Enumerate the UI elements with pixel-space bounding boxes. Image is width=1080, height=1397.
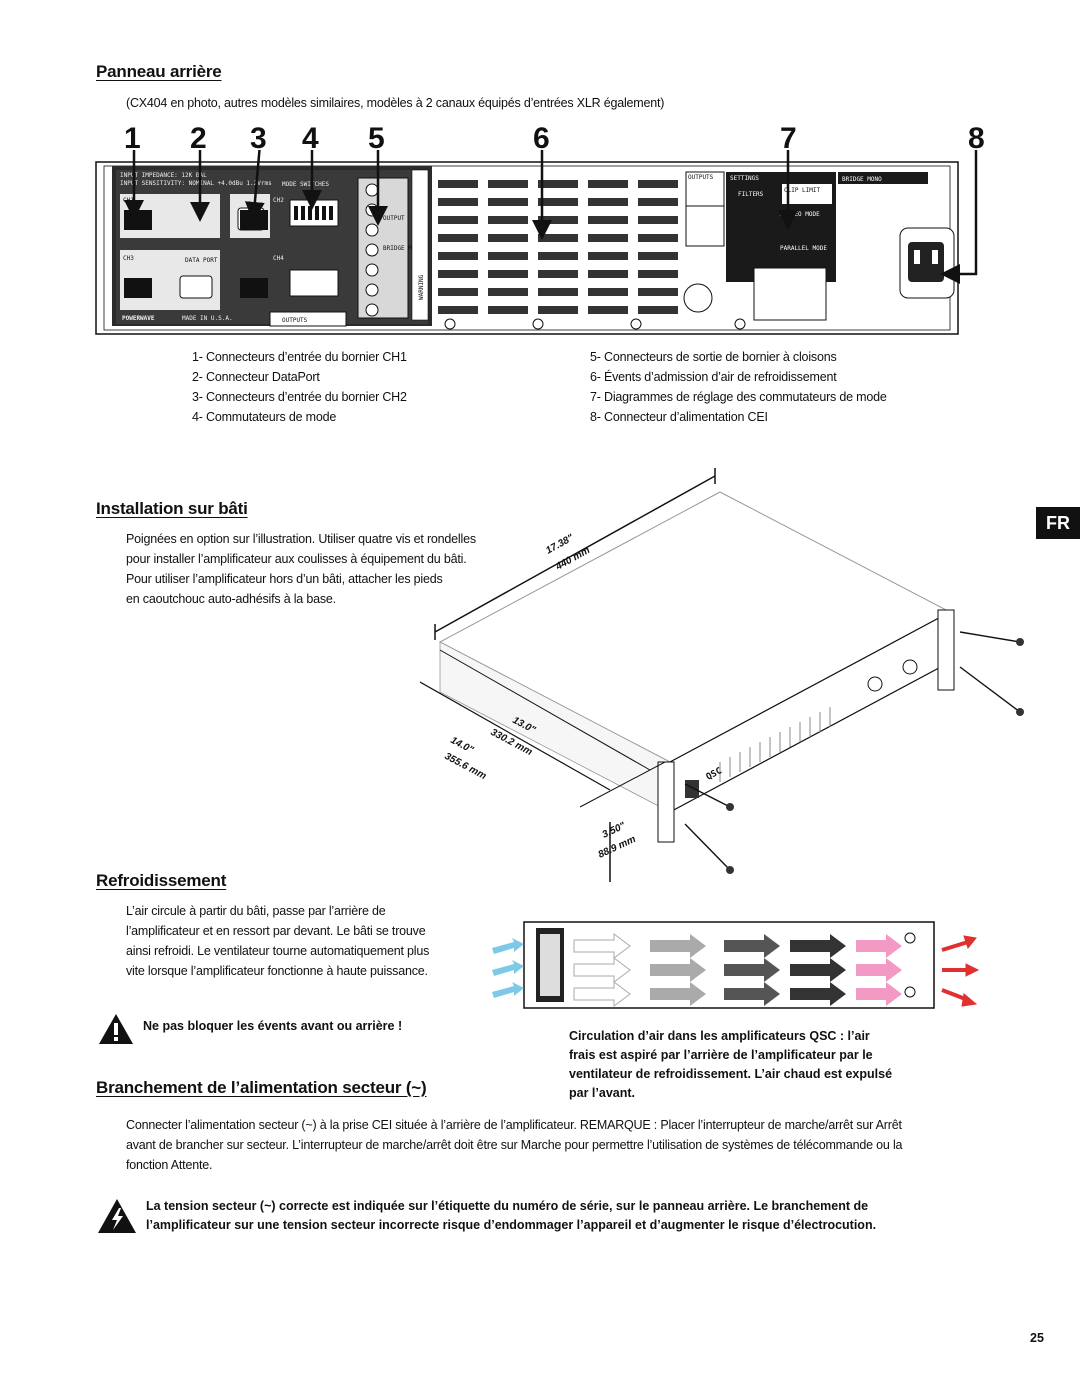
caution-icon [99, 1014, 133, 1044]
legend-item: 8- Connecteur d’alimentation CEI [590, 410, 768, 424]
legend-item: 2- Connecteur DataPort [192, 370, 320, 384]
rack-text-line: en caoutchouc auto-adhésifs à la base. [126, 592, 336, 606]
rack-text-line: Pour utiliser l’amplificateur hors d’un … [126, 572, 443, 586]
bridge-mono-label: BRIDGE MONO [383, 245, 423, 252]
stereo-mode-label: STEREO MODE [780, 211, 820, 218]
rack-diagram: QSC 17.38" 440 mm 13.0" 330.2 mm 14.0" 3… [420, 468, 1024, 882]
cooling-text-line: ainsi refroidi. Le ventilateur tourne au… [126, 944, 430, 958]
power-text: Connecter l’alimentation secteur (~) à l… [126, 1115, 1026, 1175]
ch4-label: CH4 [273, 255, 284, 262]
power-title: Branchement de l’alimentation secteur (~… [96, 1078, 427, 1097]
callout-8: 8 [968, 122, 985, 155]
height-mm: 88.9 mm [597, 834, 638, 861]
power-text-line: avant de brancher sur secteur. L’interru… [126, 1138, 903, 1152]
callout-2: 2 [190, 122, 207, 155]
legend-item: 7- Diagrammes de réglage des commutateur… [590, 390, 887, 404]
airflow-caption-line: Circulation d’air dans les amplificateur… [569, 1029, 870, 1043]
rack-text-line: pour installer l’amplificateur aux couli… [126, 552, 467, 566]
cooling-warning: Ne pas bloquer les évents avant ou arriè… [143, 1019, 403, 1033]
callout-1: 1 [124, 122, 141, 155]
ch3-label: CH3 [123, 255, 134, 262]
outputs-label: OUTPUTS [282, 317, 308, 324]
callout-4: 4 [302, 122, 319, 155]
rack-title: Installation sur bâti [96, 499, 248, 518]
callout-6: 6 [533, 122, 550, 155]
legend-item: 3- Connecteurs d’entrée du bornier CH2 [192, 390, 407, 404]
cooling-text-line: l’amplificateur et en ressort par devant… [126, 924, 426, 938]
power-warning-line: La tension secteur (~) correcte est indi… [146, 1199, 869, 1213]
power-warning: La tension secteur (~) correcte est indi… [146, 1197, 876, 1235]
airflow-caption-line: ventilateur de refroidissement. L’air ch… [569, 1067, 893, 1081]
ch1-label: CH1 [123, 197, 134, 204]
cooling-text-line: vite lorsque l’amplificateur fonctionne … [126, 964, 428, 978]
parallel-mode-label: PARALLEL MODE [780, 245, 827, 252]
legend-item: 4- Commutateurs de mode [192, 410, 337, 424]
depth2-mm: 355.6 mm [443, 751, 489, 782]
outputs-diagram-label: OUTPUTS [688, 174, 714, 181]
rear-panel-diagram: INPUT IMPEDANCE: 12K BAL INPUT SENSITIVI… [95, 150, 978, 335]
power-text-line: Connecter l’alimentation secteur (~) à l… [126, 1118, 902, 1132]
clip-limit-label: CLIP LIMIT [784, 187, 821, 194]
warning-label: WARNING [418, 274, 425, 300]
rear-panel-title: Panneau arrière [96, 62, 222, 81]
legend-left: 1- Connecteurs d’entrée du bornier CH1 2… [192, 347, 407, 427]
impedance-label: INPUT IMPEDANCE: 12K BAL [120, 172, 207, 179]
callout-7: 7 [780, 122, 797, 155]
legend-item: 1- Connecteurs d’entrée du bornier CH1 [192, 350, 407, 364]
rack-text: Poignées en option sur l’illustration. U… [126, 529, 526, 609]
sensitivity-label: INPUT SENSITIVITY: NOMINAL +4.0dBu 1.2Vr… [120, 180, 272, 187]
electric-shock-icon [98, 1199, 136, 1233]
airflow-caption-line: par l’avant. [569, 1086, 635, 1100]
settings-label: SETTINGS [730, 175, 759, 182]
legend-item: 5- Connecteurs de sortie de bornier à cl… [590, 350, 837, 364]
cooling-text: L’air circule à partir du bâti, passe pa… [126, 901, 486, 981]
mode-switches-label: MODE SWITCHES [282, 181, 329, 188]
power-warning-line: l’amplificateur sur une tension secteur … [146, 1218, 877, 1232]
cooling-text-line: L’air circule à partir du bâti, passe pa… [126, 904, 386, 918]
filters-label: FILTERS [738, 191, 764, 198]
callout-3: 3 [250, 122, 267, 155]
cooling-title: Refroidissement [96, 871, 227, 890]
output-label: OUTPUT [383, 215, 405, 222]
legend-item: 6- Évents d’admission d’air de refroidis… [590, 370, 837, 384]
callout-5: 5 [368, 122, 385, 155]
page-number: 25 [1030, 1331, 1044, 1345]
ch2-label: CH2 [273, 197, 284, 204]
powerwave-logo: POWERWAVE [122, 315, 155, 322]
airflow-diagram [492, 921, 980, 1009]
legend-right: 5- Connecteurs de sortie de bornier à cl… [590, 347, 887, 427]
power-text-line: fonction Attente. [126, 1158, 213, 1172]
rack-text-line: Poignées en option sur l’illustration. U… [126, 532, 476, 546]
made-in-label: MADE IN U.S.A. [182, 315, 233, 322]
airflow-caption: Circulation d’air dans les amplificateur… [569, 1027, 892, 1103]
bridge-mono-diagram-label: BRIDGE MONO [842, 176, 882, 183]
rear-panel-caption: (CX404 en photo, autres modèles similair… [126, 96, 665, 110]
data-port-label: DATA PORT [185, 257, 218, 264]
airflow-caption-line: frais est aspiré par l’arrière de l’ampl… [569, 1048, 873, 1062]
language-tab: FR [1036, 507, 1080, 539]
